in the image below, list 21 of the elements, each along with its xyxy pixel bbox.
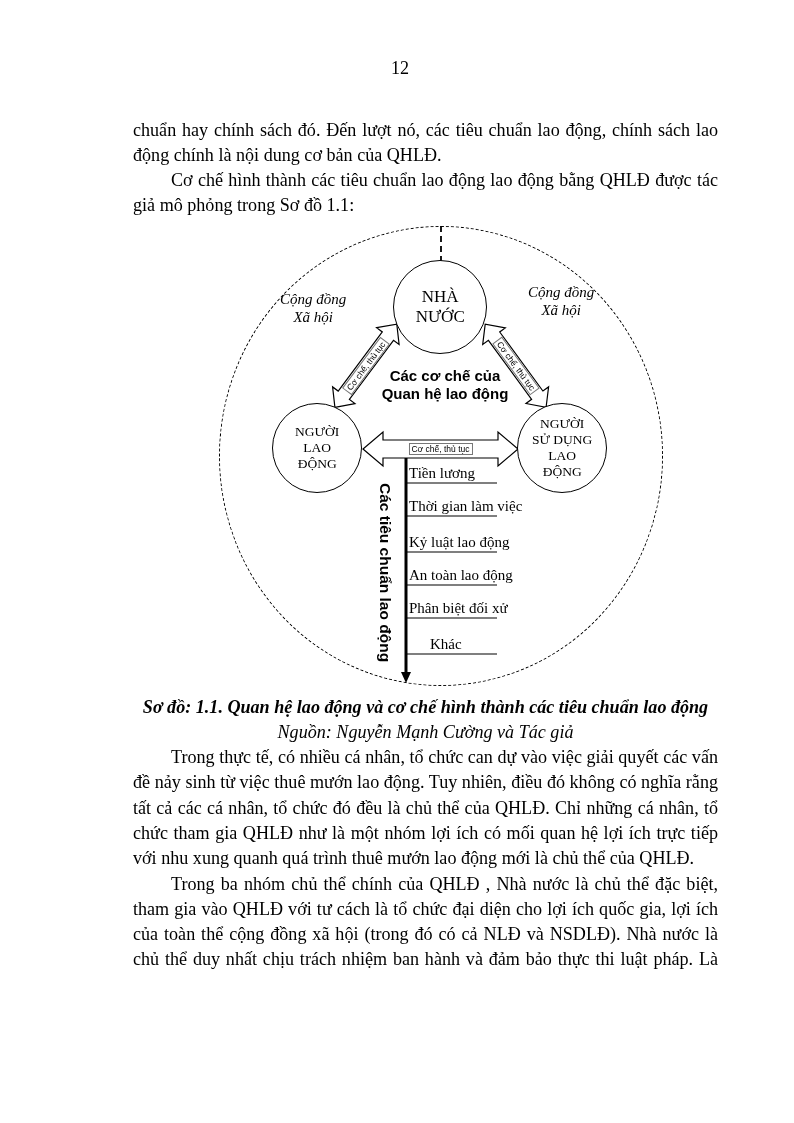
region-label: Cộng đồng Xã hội	[528, 283, 595, 320]
body-paragraph: Trong thực tế, có nhiều cá nhân, tổ chức can dự vào việc giải quyết các vấn đề nảy sinh từ việc thuê mướn lao động. Tuy nhiên, điều đó không có nghĩa rằng tất cả các cá nhân, tổ chức đó đều là chủ thể của QHLĐ. Chỉ những cá nhân, tổ chức tham gia QHLĐ như là một nhóm lợi ích có mối quan hệ lợi ích trực tiếp với nhu xung quanh quá trình thuê mướn lao động mới là chủ thể của QHLĐ.	[133, 746, 718, 871]
actor-circle: NHÀ NƯỚC	[393, 260, 488, 355]
standard-item: Tiền lương	[409, 464, 475, 482]
source-note: Nguồn: Nguyễn Mạnh Cường và Tác giả	[276, 720, 575, 744]
actor-circle: NGƯỜI LAO ĐỘNG	[272, 403, 363, 494]
dashed-line	[440, 225, 442, 262]
body-paragraph: chuẩn hay chính sách đó. Đến lượt nó, các tiêu chuẩn lao động, chính sách lao động chính là nội dung cơ bản của QHLĐ.	[133, 118, 718, 167]
actor-circle: NGƯỜI SỬ DỤNG LAO ĐỘNG	[517, 403, 608, 494]
standard-item: Thời gian làm việc	[409, 497, 523, 515]
figure-caption: Sơ đồ: 1.1. Quan hệ lao động và cơ chế hình thành các tiêu chuẩn lao động	[141, 695, 710, 719]
edge-label: Cơ chế, thủ tục	[408, 443, 473, 455]
page-number: 12	[390, 58, 410, 78]
standard-item: Khác	[430, 635, 462, 653]
vertical-label: Các tiêu chuẩn lao động	[376, 483, 394, 663]
region-label: Cộng đồng Xã hội	[280, 290, 347, 327]
body-paragraph: Trong ba nhóm chủ thể chính của QHLĐ , Nhà nước là chủ thể đặc biệt, tham gia vào QHLĐ với tư cách là tổ chức đại diện cho lợi ích quốc gia, lợi ích của toàn thể cộng đồng xã hội (trong đó có cả NLĐ và NSDLĐ). Nhà nước là chủ thể duy nhất chịu trách nhiệm ban hành và đảm bảo thực thi luật pháp. Là	[133, 872, 718, 972]
standard-item: Kỷ luật lao động	[409, 533, 510, 551]
standard-item: An toàn lao động	[409, 566, 513, 584]
body-paragraph: Cơ chế hình thành các tiêu chuẩn lao động lao động bằng QHLĐ được tác giả mô phỏng trong Sơ đồ 1.1:	[133, 169, 718, 218]
standard-item: Phân biệt đối xử	[409, 599, 508, 617]
